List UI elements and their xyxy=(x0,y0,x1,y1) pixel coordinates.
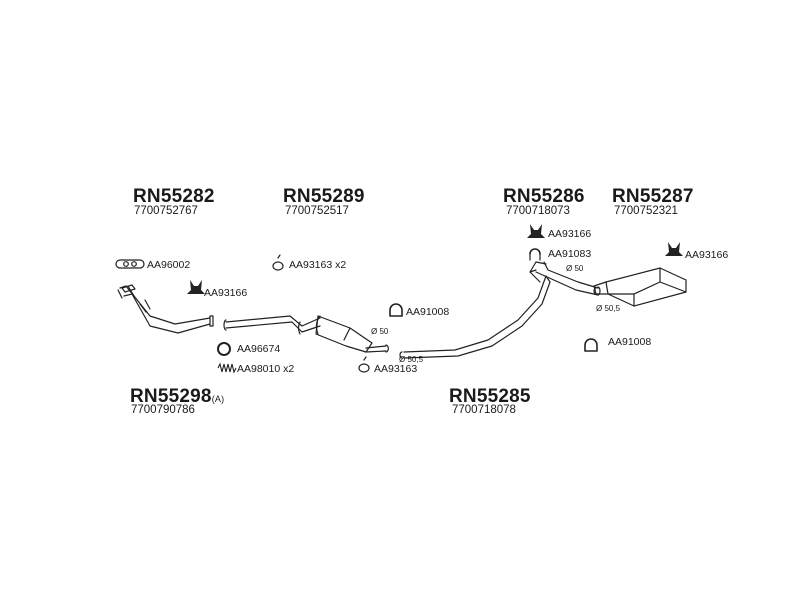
hanger-icon-aa93166c xyxy=(665,242,683,256)
accessory-label-aa91083: AA91083 xyxy=(548,248,592,260)
part-ref-rn55298: RN55298(A) xyxy=(130,387,224,406)
diameter-label-4: Ø 50,5 xyxy=(596,304,621,313)
oem-number-rn55298: 7700790786 xyxy=(131,404,195,416)
spring-icon-aa98010 xyxy=(217,362,237,374)
seal-ring-icon-aa96674 xyxy=(217,342,231,356)
rear-silencer-drawing xyxy=(593,267,687,307)
oem-number-rn55289: 7700752517 xyxy=(285,205,349,217)
oem-number-rn55285: 7700718078 xyxy=(452,404,516,416)
accessory-label-aa93166: AA93166 xyxy=(204,287,248,299)
accessory-label-aa96674: AA96674 xyxy=(237,343,281,355)
part-ref-rn55289: RN55289 xyxy=(283,186,365,207)
part-ref-rn55298-suffix: (A) xyxy=(211,394,225,404)
part-ref-rn55282: RN55282 xyxy=(133,186,215,207)
diameter-label-1: Ø 50 xyxy=(371,327,389,336)
clamp-icon-aa91008b xyxy=(584,338,598,352)
accessory-label-aa91008: AA91008 xyxy=(406,306,450,318)
middle-silencer-drawing xyxy=(223,315,389,353)
hanger-icon-aa93166 xyxy=(187,280,205,294)
oem-number-rn55282: 7700752767 xyxy=(134,205,198,217)
rear-bend-drawing xyxy=(529,261,601,296)
gasket-icon-aa96002 xyxy=(115,259,145,269)
oem-number-rn55286: 7700718073 xyxy=(506,205,570,217)
accessory-label-aa93163x2: AA93163 x2 xyxy=(289,259,347,271)
oem-number-rn55287: 7700752321 xyxy=(614,205,678,217)
ring-icon-aa93163b xyxy=(358,363,370,373)
accessory-label-aa98010x2: AA98010 x2 xyxy=(237,363,295,375)
part-ref-rn55285: RN55285 xyxy=(449,386,531,407)
accessory-label-aa91008b: AA91008 xyxy=(608,336,652,348)
accessory-label-aa93166c: AA93166 xyxy=(685,249,729,261)
part-ref-rn55298-text: RN55298 xyxy=(130,386,212,407)
accessory-label-aa96002: AA96002 xyxy=(147,259,191,271)
part-ref-rn55287: RN55287 xyxy=(612,186,694,207)
hanger-icon-aa93166b xyxy=(527,224,545,238)
part-ref-rn55286: RN55286 xyxy=(503,186,585,207)
diameter-label-2: Ø 50,5 xyxy=(399,355,424,364)
clamp-icon-aa91008 xyxy=(389,303,403,317)
accessory-label-aa93163: AA93163 xyxy=(374,363,418,375)
ring-hook-icon xyxy=(277,254,281,259)
intermediate-pipe-drawing xyxy=(399,275,551,359)
ring-icon-aa93163 xyxy=(272,261,284,271)
accessory-label-aa93166b: AA93166 xyxy=(548,228,592,240)
diameter-label-3: Ø 50 xyxy=(566,264,584,273)
front-downpipe-drawing xyxy=(117,284,214,334)
clamp-icon-aa91083 xyxy=(529,248,541,255)
